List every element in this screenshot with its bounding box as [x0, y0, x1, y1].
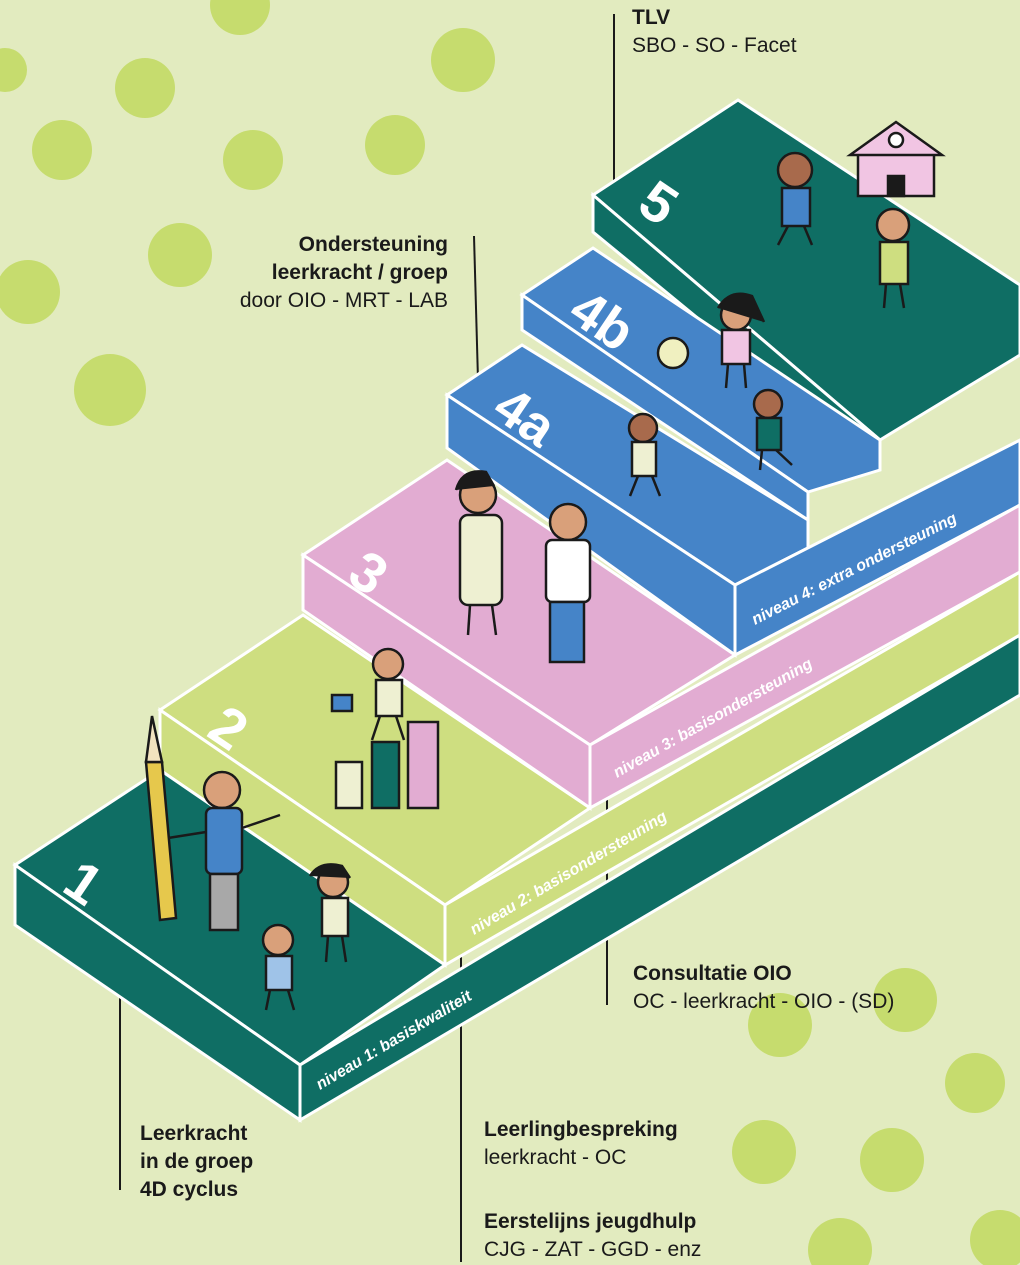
child-figure-step5	[776, 151, 814, 246]
step-2-side	[443, 570, 1020, 968]
background-dot	[732, 1120, 796, 1184]
background-dot	[808, 1218, 872, 1265]
callout-tlv: TLV SBO - SO - Facet	[632, 4, 797, 60]
callout-leerlingbespreking: Leerlingbespreking leerkracht - OC	[484, 1116, 678, 1172]
callout-leerkracht-line-2: in de groep	[140, 1150, 254, 1173]
callout-leerkracht: Leerkracht in de groep 4D cyclus	[140, 1120, 253, 1204]
column-tall	[406, 720, 440, 810]
callout-consultatie-heading: Consultatie OIO	[633, 962, 792, 985]
background-dot	[74, 354, 146, 426]
callout-leerkracht-line-1: Leerkracht	[140, 1122, 248, 1145]
background-dot	[431, 28, 495, 92]
step-4a-block	[444, 343, 1020, 658]
girl-figure-step1	[308, 863, 352, 963]
teacher-woman-figure	[454, 470, 504, 636]
callout-leerlingbespreking-heading: Leerlingbespreking	[484, 1118, 678, 1141]
callout-line-ondersteuning	[473, 235, 479, 381]
background-dot	[0, 48, 27, 92]
boy-figure-step1	[261, 923, 296, 1011]
child-figure-step2	[330, 647, 406, 741]
school-building-icon	[846, 120, 946, 198]
background-dot	[970, 1210, 1020, 1265]
callout-ondersteuning-sub: door OIO - MRT - LAB	[239, 289, 448, 312]
callout-consultatie-sub: OC - leerkracht - OIO - (SD)	[633, 990, 895, 1013]
teacher-man-figure-step3	[544, 502, 592, 664]
background-dot	[860, 1128, 924, 1192]
column-mid	[370, 740, 401, 810]
step-3-block	[300, 458, 1020, 811]
child-figure-step4a	[627, 412, 662, 497]
step-4-side	[733, 438, 1020, 658]
background-dot	[115, 58, 175, 118]
callout-ondersteuning: Ondersteuning leerkracht / groep door OI…	[240, 231, 448, 315]
background-dot	[365, 115, 425, 175]
teacher-man-figure	[167, 770, 281, 932]
child-figure-step5-2	[875, 207, 911, 309]
callout-tlv-heading: TLV	[632, 6, 671, 29]
callout-eerstelijns: Eerstelijns jeugdhulp CJG - ZAT - GGD - …	[484, 1208, 701, 1264]
column-short	[334, 760, 364, 810]
background-dot	[32, 120, 92, 180]
background-dot	[873, 968, 937, 1032]
bar-columns	[334, 720, 440, 810]
callout-eerstelijns-sub: CJG - ZAT - GGD - enz	[484, 1238, 702, 1261]
callout-leerlingbespreking-sub: leerkracht - OC	[484, 1146, 627, 1169]
callout-tlv-sub: SBO - SO - Facet	[632, 34, 797, 57]
callout-eerstelijns-heading: Eerstelijns jeugdhulp	[484, 1210, 697, 1233]
background-dot	[210, 0, 270, 35]
callout-ondersteuning-heading-1: Ondersteuning	[298, 233, 448, 256]
callout-leerkracht-line-3: 4D cyclus	[140, 1178, 239, 1201]
background-dot	[945, 1053, 1005, 1113]
background-dot	[148, 223, 212, 287]
pencil-icon	[144, 715, 178, 922]
girl-figure-step4b	[716, 292, 766, 389]
background-dot	[0, 260, 60, 324]
background-dot	[223, 130, 283, 190]
background-dot	[748, 993, 812, 1057]
step-1-side	[298, 633, 1020, 1123]
child-figure-step4a-2	[752, 388, 793, 471]
callout-consultatie: Consultatie OIO OC - leerkracht - OIO - …	[633, 960, 894, 1016]
callout-ondersteuning-heading-2: leerkracht / groep	[271, 261, 448, 284]
step-3-side	[588, 503, 1020, 811]
ball-icon	[656, 336, 690, 370]
